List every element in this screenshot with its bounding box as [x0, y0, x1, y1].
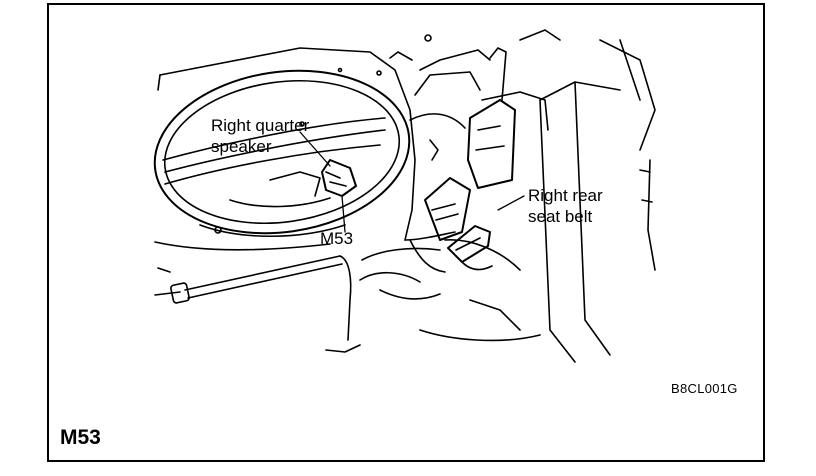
speaker-callout-line2: speaker [211, 137, 272, 156]
connector-cluster [409, 177, 493, 273]
speaker-callout-line1: Right quarter [211, 116, 310, 135]
connector-id-heading: M53 [60, 426, 101, 449]
seat-belt-leader-line [497, 195, 525, 211]
speaker-leader-line [299, 131, 331, 167]
seat-belt-callout-line2: seat belt [528, 207, 593, 226]
pillar-drawing [359, 49, 541, 342]
m53-leader-line [341, 195, 346, 233]
speaker-drawing [153, 69, 411, 237]
seat-belt-drawing [467, 29, 656, 363]
rod-harness [170, 255, 361, 353]
seat-belt-callout-line1: Right rear [528, 186, 603, 205]
leader-lines [299, 131, 525, 233]
figure-code: B8CL001G [671, 381, 738, 396]
connector-callout: M53 [320, 229, 354, 248]
diagram-frame [47, 3, 765, 462]
quarter-panel-outline [154, 34, 432, 296]
